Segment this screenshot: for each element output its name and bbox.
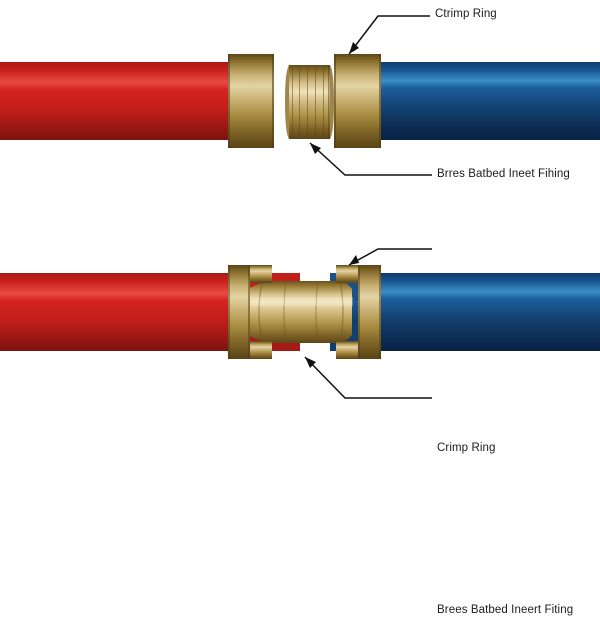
fitting-ridges: [292, 65, 330, 139]
crimp-ring-left: [228, 54, 274, 148]
cutaway-view-graphic: [0, 248, 600, 399]
leader-crimp-ring: [348, 15, 430, 55]
leader-insert-fitting: [309, 142, 432, 176]
crimp-ring-right-back: [336, 265, 358, 283]
insert-barb-ribs: [258, 280, 344, 344]
red-pipe: [0, 62, 252, 140]
leader-insert-fitting: [304, 356, 432, 399]
crimp-ring-left-back: [250, 265, 272, 283]
leader-crimp-ring: [348, 248, 432, 266]
blue-pipe: [345, 273, 600, 351]
crimp-ring-left: [228, 265, 250, 359]
insert-fitting-body: [248, 281, 352, 343]
exterior-view-graphic: [0, 15, 600, 176]
cutaway-view: Crimp Ring Brees Batbed Ineert Fiting: [0, 211, 600, 616]
crimp-ring-right: [334, 54, 381, 148]
exterior-view: Ctrimp Ring Brres Batbed Ineet Fihing: [0, 0, 600, 211]
label-crimp-ring-cutaway: Crimp Ring: [437, 442, 496, 454]
label-crimp-ring-exterior: Ctrimp Ring: [435, 8, 497, 20]
crimp-ring-right: [358, 265, 381, 359]
blue-pipe: [345, 62, 600, 140]
label-insert-fitting-cutaway: Brees Batbed Ineert Fiting: [437, 604, 574, 616]
red-pipe: [0, 273, 252, 351]
label-insert-fitting-exterior: Brres Batbed Ineet Fihing: [437, 168, 570, 180]
